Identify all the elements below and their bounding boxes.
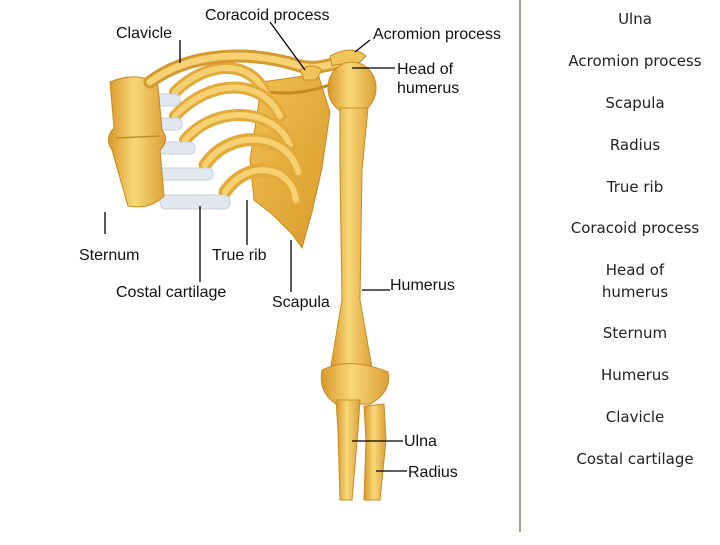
label-radius: Radius xyxy=(408,464,458,481)
label-head-of-humerus: Head of humerus xyxy=(397,61,460,97)
word-bank-item: Scapula xyxy=(605,94,665,112)
label-acromion-process: Acromion process xyxy=(373,26,502,43)
column-divider xyxy=(519,0,521,532)
sternum-bone xyxy=(108,76,166,208)
humerus-shaft xyxy=(329,107,373,373)
word-bank-item: True rib xyxy=(606,178,664,196)
word-bank-item: Coracoid process xyxy=(570,219,700,237)
ulna-bone xyxy=(335,399,361,501)
radius-bone xyxy=(363,403,387,501)
word-bank-item: Humerus xyxy=(600,366,670,384)
label-true-rib: True rib xyxy=(212,247,267,264)
scapular-spine xyxy=(267,82,333,95)
label-scapula: Scapula xyxy=(272,294,330,311)
word-bank-item: Sternum xyxy=(602,324,668,342)
shoulder-arm-diagram: Clavicle Coracoid process Acromion proce… xyxy=(79,7,502,501)
bone-illustration xyxy=(104,21,407,501)
leader-lines xyxy=(104,21,407,472)
word-bank-item: Acromion process xyxy=(568,52,702,70)
word-bank-item: Head of humerus xyxy=(601,261,669,301)
word-bank-item: Radius xyxy=(609,136,661,154)
label-humerus: Humerus xyxy=(390,277,455,294)
label-clavicle: Clavicle xyxy=(116,25,173,42)
label-ulna: Ulna xyxy=(404,433,437,450)
word-bank-item: Clavicle xyxy=(605,408,665,426)
humeral-head xyxy=(327,61,377,115)
word-bank-item: Ulna xyxy=(618,10,652,28)
ribs xyxy=(169,62,305,207)
label-sternum: Sternum xyxy=(79,247,140,264)
humeral-condyles xyxy=(320,362,390,405)
label-costal-cartilage: Costal cartilage xyxy=(116,284,227,301)
word-bank-item: Costal cartilage xyxy=(576,450,694,468)
label-coracoid-process: Coracoid process xyxy=(205,7,330,24)
word-bank: Ulna Acromion process Scapula Radius Tru… xyxy=(555,0,715,540)
